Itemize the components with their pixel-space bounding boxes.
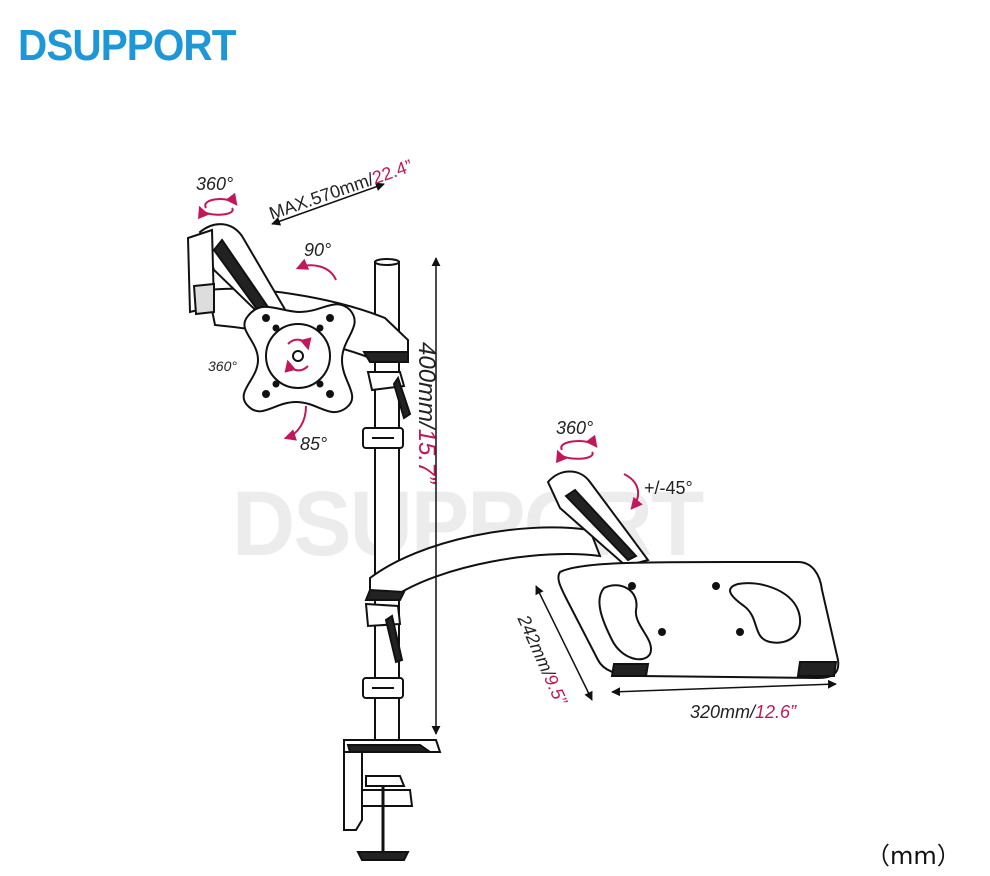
tray-width-dimension [611, 679, 837, 697]
vesa-plate [242, 303, 356, 414]
pole-height-label: 400mm/15.7” [412, 342, 440, 483]
monitor-tilt-up-label: 90° [304, 240, 332, 260]
tilt-down-arrow [283, 405, 307, 441]
rotate-arrow-lower [284, 359, 309, 373]
lower-arm [364, 470, 650, 664]
monitor-tilt-down-label: 85° [300, 434, 328, 454]
pole-height-mm: 400mm/ [413, 342, 440, 429]
top-swivel-label: 360° [196, 174, 234, 194]
laptop-tray [557, 561, 840, 680]
laptop-tilt-arrow [623, 473, 643, 510]
tilt-up-arrow [295, 258, 337, 281]
tray-width-inch: 12.6” [755, 702, 797, 722]
pole-height-inch: 15.7” [413, 428, 440, 484]
arm-reach-dimension [271, 182, 385, 226]
rotation-arrows [198, 192, 643, 510]
rotate-arrow [287, 337, 312, 351]
dimension-lines [271, 182, 837, 735]
tray-width-mm: 320mm/ [690, 702, 756, 722]
laptop-tilt-label: +/-45° [644, 478, 693, 498]
tray-width-label: 320mm/12.6” [690, 702, 796, 723]
laptop-swivel-label: 360° [556, 418, 594, 438]
monitor-rotate-label: 360° [208, 358, 237, 374]
top-swivel-arrow [204, 192, 238, 209]
desk-clamp [343, 739, 442, 861]
laptop-swivel-arrow [560, 434, 598, 451]
top-swivel-arrow-lower [198, 205, 234, 220]
upper-arm [186, 223, 412, 420]
brand-logo: DSUPPORT [18, 21, 236, 70]
units-note: （mm） [866, 842, 961, 870]
tray-depth-dimension [535, 585, 593, 701]
laptop-swivel-arrow-lower [556, 449, 594, 464]
